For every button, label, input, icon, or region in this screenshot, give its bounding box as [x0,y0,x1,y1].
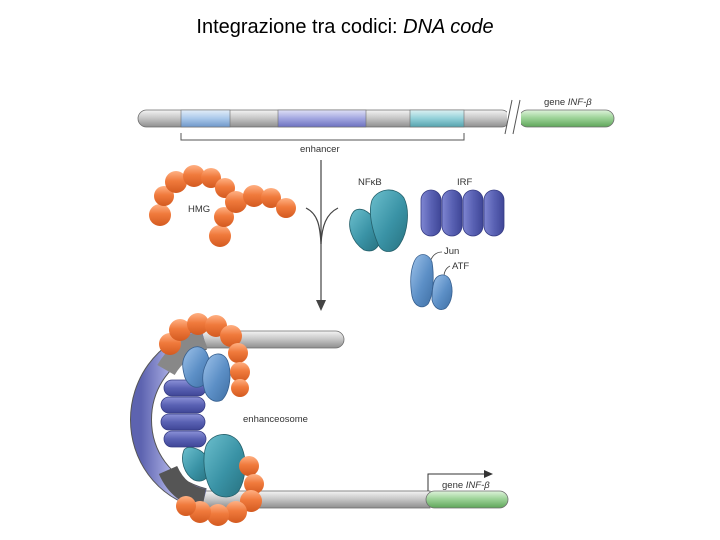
hmg-protein-2 [209,185,296,247]
enhanceosome-nfkb [182,434,246,498]
enhancer-bracket [180,133,465,141]
enhanceosome-jun-atf [182,346,231,402]
nfkb-label: NFκB [358,177,382,188]
gene-label-bottom: gene INF-β [442,480,490,491]
gene-label-top: gene INF-β [544,97,592,108]
irf-protein [420,189,505,237]
enhanceosome-irf [160,379,207,448]
jun-label: Jun [444,246,459,257]
title-emphasis: DNA code [403,16,494,38]
transcription-arrow [427,470,493,491]
irf-label: IRF [457,177,473,188]
assembly-arrow [305,160,339,311]
title-prefix: Integrazione tra codici: [196,16,404,38]
hmg-protein-1 [149,165,235,226]
hmg-label: HMG [188,204,210,215]
dna-strand-top [137,99,615,135]
enhanceosome-hmg-upper [159,313,250,397]
enhanceosome-label: enhanceosome [243,414,308,425]
atf-label: ATF [452,261,469,272]
enhancer-label: enhancer [300,144,340,155]
atf-leader-line [443,265,451,277]
slide-title: Integrazione tra codici: DNA code [0,16,690,39]
nfkb-protein [349,189,408,252]
jun-atf-protein [410,254,453,310]
jun-leader-line [429,251,443,263]
enhanceosome-hmg-lower [176,456,264,526]
